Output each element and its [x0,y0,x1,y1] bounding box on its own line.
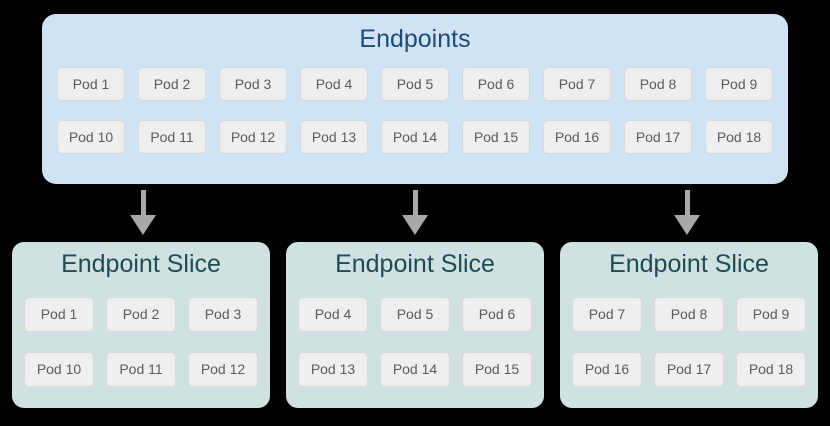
pod-box: Pod 13 [298,352,368,387]
pod-box: Pod 14 [381,120,449,154]
pod-box: Pod 10 [24,352,94,387]
pod-box: Pod 18 [705,120,773,154]
pod-box: Pod 16 [543,120,611,154]
pod-box: Pod 13 [300,120,368,154]
pod-box: Pod 15 [462,120,530,154]
slice-1-pod-row-2: Pod 10 Pod 11 Pod 12 [12,352,270,387]
pod-box: Pod 4 [300,67,368,101]
pod-box: Pod 1 [57,67,125,101]
arrow-stem [140,190,146,215]
pod-box: Pod 5 [380,297,450,332]
pod-box: Pod 11 [138,120,206,154]
arrow-stem [412,190,418,215]
pod-box: Pod 6 [462,297,532,332]
pod-box: Pod 4 [298,297,368,332]
pod-box: Pod 5 [381,67,449,101]
endpoints-pod-row-1: Pod 1 Pod 2 Pod 3 Pod 4 Pod 5 Pod 6 Pod 7 Pod 8… [42,67,788,101]
pod-box: Pod 14 [380,352,450,387]
arrow-head [402,215,428,235]
arrow-stem [684,190,690,215]
slice-3-pod-row-2: Pod 16 Pod 17 Pod 18 [560,352,818,387]
pod-box: Pod 1 [24,297,94,332]
pod-box: Pod 2 [106,297,176,332]
pod-box: Pod 16 [572,352,642,387]
down-arrow-icon [402,190,428,235]
endpoint-slice-title: Endpoint Slice [61,250,221,278]
down-arrow-icon [130,190,156,235]
pod-box: Pod 2 [138,67,206,101]
endpoints-pod-row-2: Pod 10 Pod 11 Pod 12 Pod 13 Pod 14 Pod 15 Pod … [42,120,788,154]
pod-box: Pod 3 [219,67,287,101]
pod-box: Pod 6 [462,67,530,101]
pod-box: Pod 18 [736,352,806,387]
pod-box: Pod 9 [736,297,806,332]
slice-2-pod-row-1: Pod 4 Pod 5 Pod 6 [286,297,544,332]
down-arrow-icon [674,190,700,235]
pod-box: Pod 9 [705,67,773,101]
pod-box: Pod 12 [219,120,287,154]
endpoint-slice-title: Endpoint Slice [335,250,495,278]
endpoints-group-box: Endpoints Pod 1 Pod 2 Pod 3 Pod 4 Pod 5 Pod 6… [42,14,788,184]
slice-3-pod-row-1: Pod 7 Pod 8 Pod 9 [560,297,818,332]
pod-box: Pod 15 [462,352,532,387]
slice-1-pod-row-1: Pod 1 Pod 2 Pod 3 [12,297,270,332]
pod-box: Pod 17 [654,352,724,387]
endpoint-slice-title: Endpoint Slice [609,250,769,278]
pod-box: Pod 7 [572,297,642,332]
pod-box: Pod 8 [624,67,692,101]
arrow-head [130,215,156,235]
pod-box: Pod 7 [543,67,611,101]
pod-box: Pod 3 [188,297,258,332]
pod-box: Pod 12 [188,352,258,387]
pod-box: Pod 17 [624,120,692,154]
pod-box: Pod 10 [57,120,125,154]
pod-box: Pod 11 [106,352,176,387]
arrow-head [674,215,700,235]
pod-box: Pod 8 [654,297,724,332]
endpoints-title: Endpoints [359,25,471,53]
slice-2-pod-row-2: Pod 13 Pod 14 Pod 15 [286,352,544,387]
